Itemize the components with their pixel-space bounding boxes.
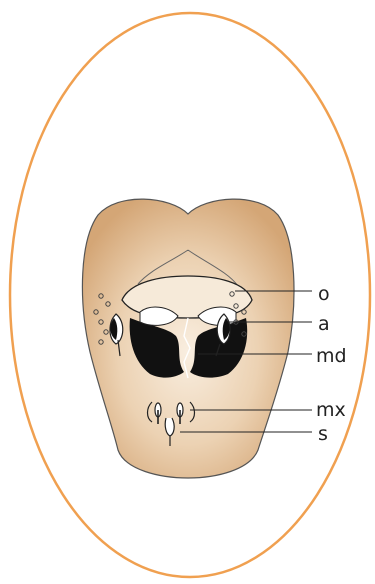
label-a: a — [318, 313, 330, 335]
label-s: s — [318, 423, 328, 445]
label-o: o — [318, 283, 330, 305]
label-md: md — [316, 345, 347, 367]
label-mx: mx — [316, 399, 346, 421]
